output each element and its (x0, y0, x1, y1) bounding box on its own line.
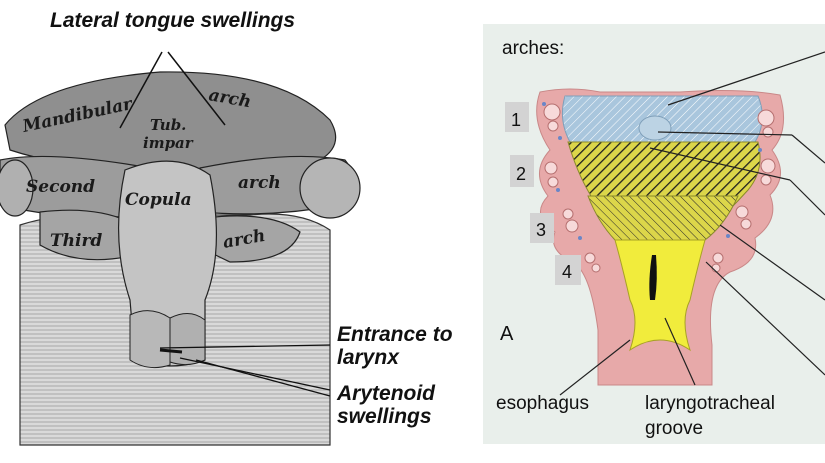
esophagus-label: esophagus (496, 393, 589, 414)
panel-letter-a: A (500, 323, 514, 345)
arches-label: arches: (502, 38, 565, 59)
arytenoid-swellings-label-line2: swellings (337, 405, 432, 428)
arch-3-box (530, 213, 554, 243)
copula-label: Copula (125, 190, 192, 210)
arch-number-4: 4 (562, 262, 572, 282)
left-engraving: Mandibular arch Tub. impar Second arch C… (0, 51, 361, 446)
arch-number-1: 1 (511, 110, 521, 130)
arch-2-label: arch (238, 173, 281, 193)
second-label: Second (26, 177, 95, 197)
arytenoid-swellings-label-line1: Arytenoid (337, 382, 436, 405)
arch-number-3: 3 (536, 220, 546, 240)
laryngeal-region (614, 239, 706, 352)
tub-label: Tub. (150, 116, 186, 134)
laryngotracheal-label-line2: groove (645, 418, 704, 439)
arch-4-box (555, 255, 581, 285)
arch-1-box (505, 102, 529, 132)
right-diagram: 1 2 3 4 (483, 24, 825, 444)
third-arch-right-shape (204, 215, 301, 263)
laryngotracheal-label-line1: laryngotracheal (645, 393, 775, 414)
arch-number-2: 2 (516, 164, 526, 184)
impar-label: impar (143, 134, 194, 152)
arytenoid-shape (129, 310, 171, 369)
lateral-tongue-swellings-label: Lateral tongue swellings (50, 9, 296, 32)
arch-2-box (510, 155, 534, 187)
entrance-to-larynx-label-line1: Entrance to (337, 323, 453, 346)
third-label: Third (50, 231, 102, 251)
entrance-to-larynx-label-line2: larynx (337, 346, 399, 369)
